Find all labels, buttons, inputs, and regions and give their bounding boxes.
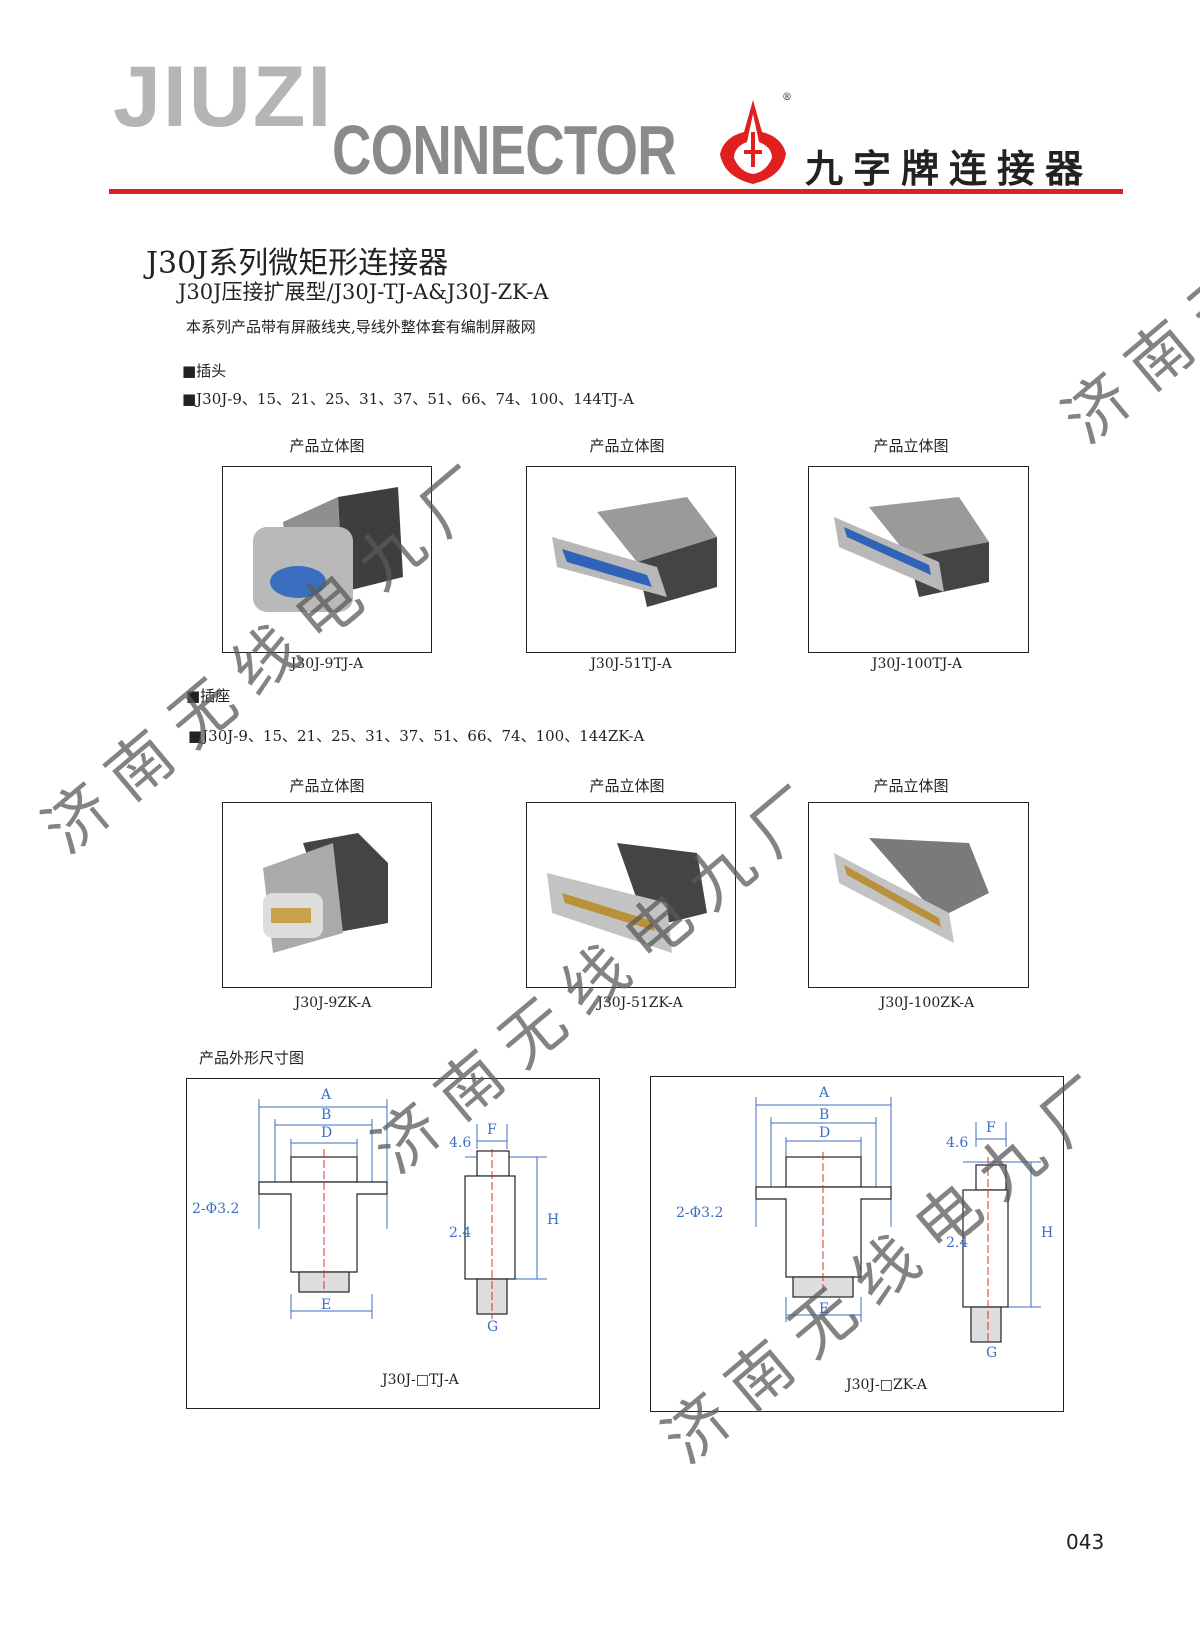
dim-a: A [320,1087,332,1103]
drawing-label: J30J-□ZK-A [844,1377,928,1393]
product-image-100tj [808,466,1029,653]
brand-logo-icon: ® [714,92,792,191]
dimensions-heading: 产品外形尺寸图 [199,1049,305,1067]
dim-b: B [321,1107,331,1123]
plug-list: ■J30J-9、15、21、25、31、37、51、66、74、100、144T… [182,390,634,408]
caption: 产品立体图 [873,777,949,795]
product-label: J30J-9ZK-A [294,995,372,1011]
dim-24: 2.4 [449,1225,471,1241]
dim-46: 4.6 [946,1135,968,1151]
watermark: 济南无线电九厂 [1049,32,1200,459]
page-title: J30J系列微矩形连接器 [146,246,449,281]
caption: 产品立体图 [589,437,665,455]
dim-d: D [321,1125,332,1141]
dim-f: F [487,1122,497,1138]
logo-connector: CONNECTOR [332,111,677,189]
description: 本系列产品带有屏蔽线夹,导线外整体套有编制屏蔽网 [186,318,536,336]
dim-h: H [1041,1225,1053,1241]
caption: 产品立体图 [289,437,365,455]
dim-hole: 2-Φ3.2 [192,1201,239,1217]
dim-e: E [321,1297,331,1313]
page-subtitle: J30J压接扩展型/J30J-TJ-A&J30J-ZK-A [178,280,549,304]
product-image-9zk [222,802,432,988]
product-image-51tj [526,466,736,653]
logo-jiuzi: JIUZI [113,49,334,145]
product-image-100zk [808,802,1029,988]
dim-g: G [986,1345,997,1361]
product-label: J30J-9TJ-A [290,656,364,672]
product-image-51zk [526,802,736,988]
registered-mark: ® [782,92,792,103]
page-number: 043 [1066,1530,1105,1554]
dim-f: F [986,1120,996,1136]
dim-h: H [547,1212,559,1228]
dim-24: 2.4 [946,1235,968,1251]
socket-list: ■J30J-9、15、21、25、31、37、51、66、74、100、144Z… [188,727,645,745]
header-divider [109,189,1123,194]
caption: 产品立体图 [873,437,949,455]
dim-46: 4.6 [449,1135,471,1151]
plug-heading: ■插头 [182,362,227,380]
brand-name-cn: 九字牌连接器 [805,147,1094,191]
product-label: J30J-100ZK-A [879,995,975,1011]
socket-heading: ■插座 [186,687,231,705]
dim-g: G [487,1319,498,1335]
dim-a: A [818,1085,830,1101]
product-label: J30J-100TJ-A [871,656,963,672]
drawing-label: J30J-□TJ-A [380,1372,460,1388]
product-label: J30J-51ZK-A [597,995,683,1011]
dim-b: B [819,1107,829,1123]
caption: 产品立体图 [589,777,665,795]
caption: 产品立体图 [289,777,365,795]
dim-d: D [819,1125,830,1141]
product-image-9tj [222,466,432,653]
dim-e: E [819,1301,829,1317]
product-label: J30J-51TJ-A [590,656,672,672]
dim-hole: 2-Φ3.2 [676,1205,723,1221]
